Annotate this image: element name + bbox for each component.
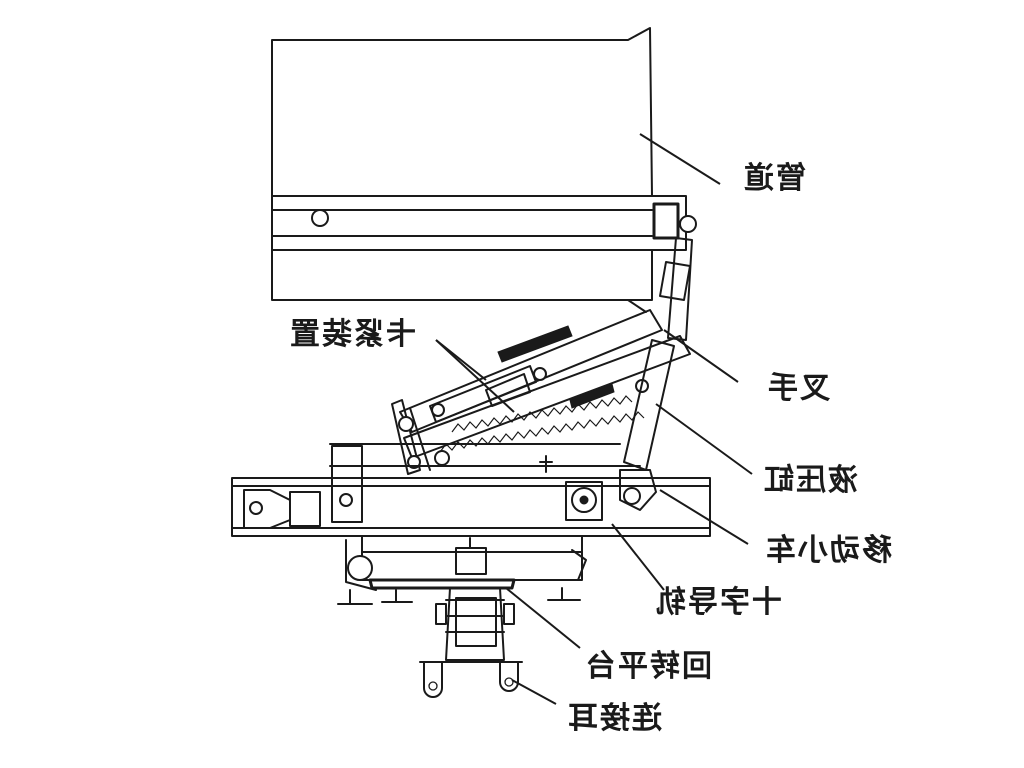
fork-arm xyxy=(391,309,691,475)
spring-upper xyxy=(451,395,633,433)
leader-rotary xyxy=(505,587,581,649)
pipe xyxy=(271,27,697,313)
leader-cart xyxy=(659,489,749,545)
label-connecting-ear: 连接耳 xyxy=(566,701,662,736)
labels: 管道 卡紧装置 叉手 液压缸 移动小车 十字导轨 回转平台 连接耳 xyxy=(288,161,892,736)
clamp-device xyxy=(429,325,645,453)
hydraulic-cylinder xyxy=(619,237,693,511)
leader-clamp-2 xyxy=(435,339,515,413)
label-rotary-platform: 回转平台 xyxy=(584,649,712,684)
leader-pipe xyxy=(639,133,721,185)
rotary-platform xyxy=(368,578,516,661)
label-fork-arm: 叉手 xyxy=(766,371,831,406)
spring-lower xyxy=(439,411,645,453)
leader-cross-rail xyxy=(611,523,665,591)
leader-lines xyxy=(435,133,753,705)
leader-ear xyxy=(511,679,557,705)
leader-hydraulic xyxy=(655,403,753,475)
label-moving-cart: 移动小车 xyxy=(764,533,892,568)
label-hydraulic-cylinder: 液压缸 xyxy=(762,463,858,498)
leader-fork-arm xyxy=(663,329,739,383)
cross-rail xyxy=(337,535,587,605)
label-clamp: 卡紧装置 xyxy=(288,317,416,352)
label-pipe: 管道 xyxy=(742,161,806,196)
connecting-ear xyxy=(419,661,523,698)
label-cross-rail: 十字导轨 xyxy=(654,585,782,620)
